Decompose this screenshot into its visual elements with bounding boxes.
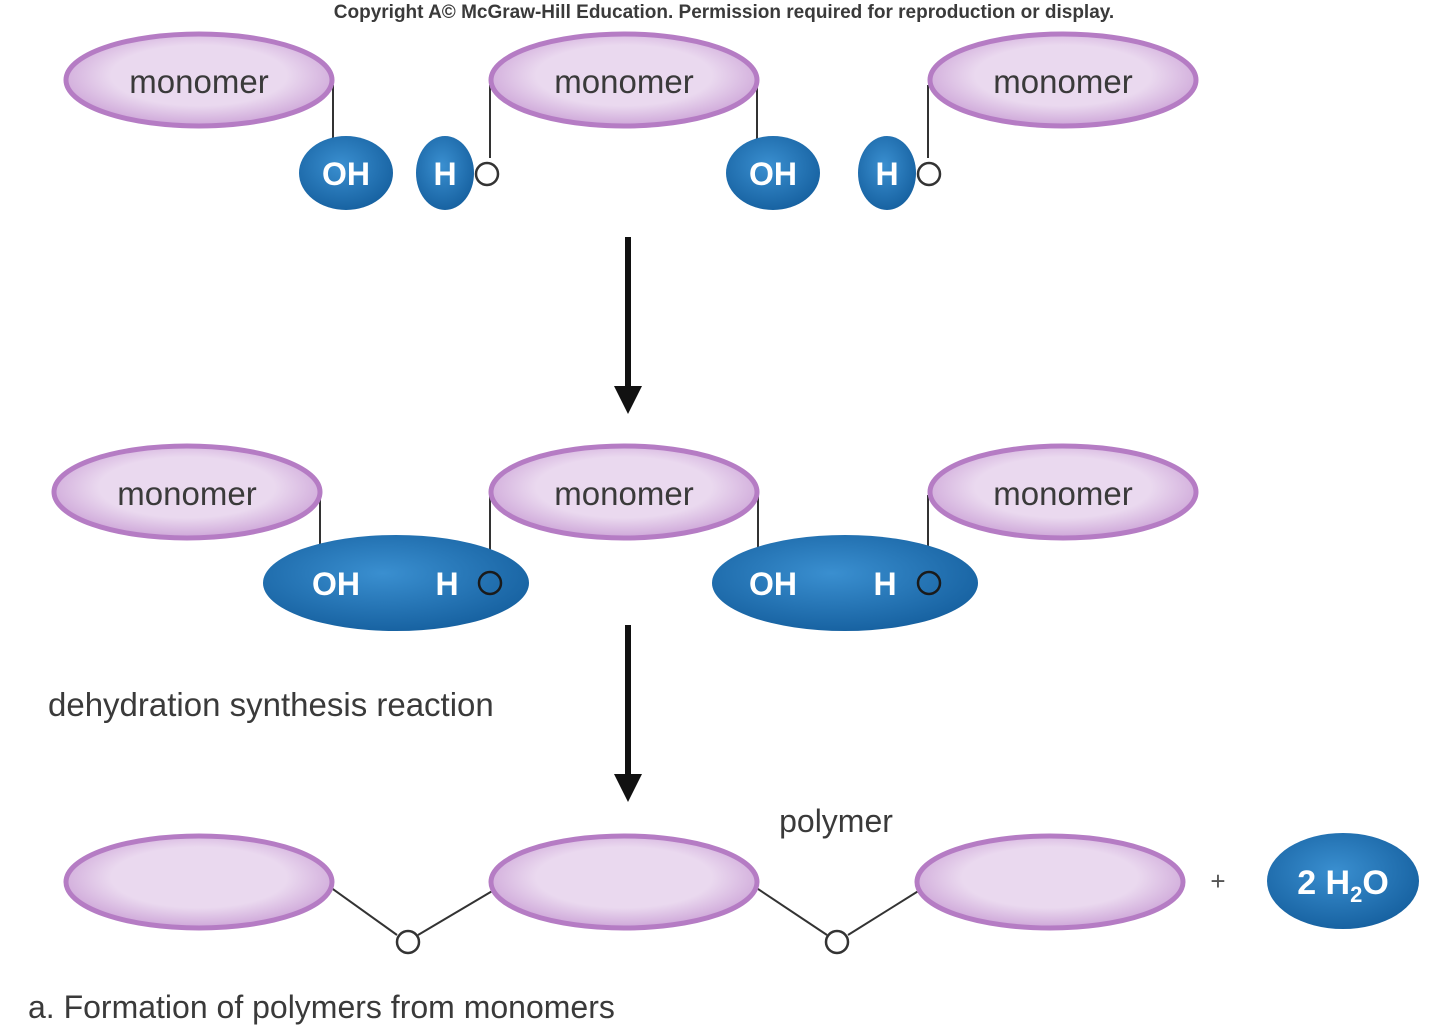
monomer-label: monomer xyxy=(117,475,256,512)
plus-sign: + xyxy=(1210,866,1225,896)
water-molecule xyxy=(1267,833,1419,929)
hydrogen-label: H xyxy=(435,566,458,602)
hydrogen-group xyxy=(416,136,474,210)
monomer-3 xyxy=(927,31,1199,129)
monomer-label: monomer xyxy=(993,475,1132,512)
hydroxyl-group xyxy=(299,136,393,210)
monomer-1 xyxy=(63,31,335,129)
bond-line xyxy=(847,889,921,936)
hydrogen-label: H xyxy=(873,566,896,602)
hydroxyl-label: OH xyxy=(749,156,797,192)
bond-line xyxy=(754,886,828,936)
hydrogen-group xyxy=(858,136,916,210)
row-joined-groups: OH H OH H monomer monomer monomer xyxy=(51,443,1199,631)
reaction-arrow xyxy=(614,237,642,414)
monomer-label: monomer xyxy=(129,63,268,100)
bond-line xyxy=(329,886,398,936)
monomer-label: monomer xyxy=(554,475,693,512)
polymer-label: polymer xyxy=(779,803,893,839)
polymer-unit xyxy=(488,833,760,931)
oxygen-atom xyxy=(474,161,500,187)
oxygen-bridge xyxy=(824,929,850,955)
row-polymer: polymer + 2 H2O xyxy=(63,803,1419,955)
monomer-2 xyxy=(488,31,760,129)
copyright-notice: Copyright A© McGraw-Hill Education. Perm… xyxy=(334,2,1114,23)
water-forming-group xyxy=(263,535,529,631)
hydroxyl-label: OH xyxy=(749,566,797,602)
reaction-arrow xyxy=(614,625,642,802)
water-formula: 2 H2O xyxy=(1297,864,1389,907)
oxygen-atom xyxy=(477,570,503,596)
process-label: dehydration synthesis reaction xyxy=(48,686,494,723)
bond-line xyxy=(417,889,495,936)
hydroxyl-group xyxy=(726,136,820,210)
polymer-unit xyxy=(63,833,335,931)
figure-caption: a. Formation of polymers from monomers xyxy=(28,989,615,1025)
hydrogen-label: H xyxy=(875,156,898,192)
oxygen-atom xyxy=(916,570,942,596)
polymer-unit xyxy=(914,833,1186,931)
hydroxyl-label: OH xyxy=(312,566,360,602)
monomer-label: monomer xyxy=(993,63,1132,100)
monomer-1 xyxy=(51,443,323,541)
row-monomers: monomer monomer monomer OH H OH H xyxy=(63,31,1199,210)
water-forming-group xyxy=(712,535,978,631)
monomer-3 xyxy=(927,443,1199,541)
oxygen-atom xyxy=(916,161,942,187)
hydrogen-label: H xyxy=(433,156,456,192)
monomer-label: monomer xyxy=(554,63,693,100)
monomer-2 xyxy=(488,443,760,541)
hydroxyl-label: OH xyxy=(322,156,370,192)
oxygen-bridge xyxy=(395,929,421,955)
